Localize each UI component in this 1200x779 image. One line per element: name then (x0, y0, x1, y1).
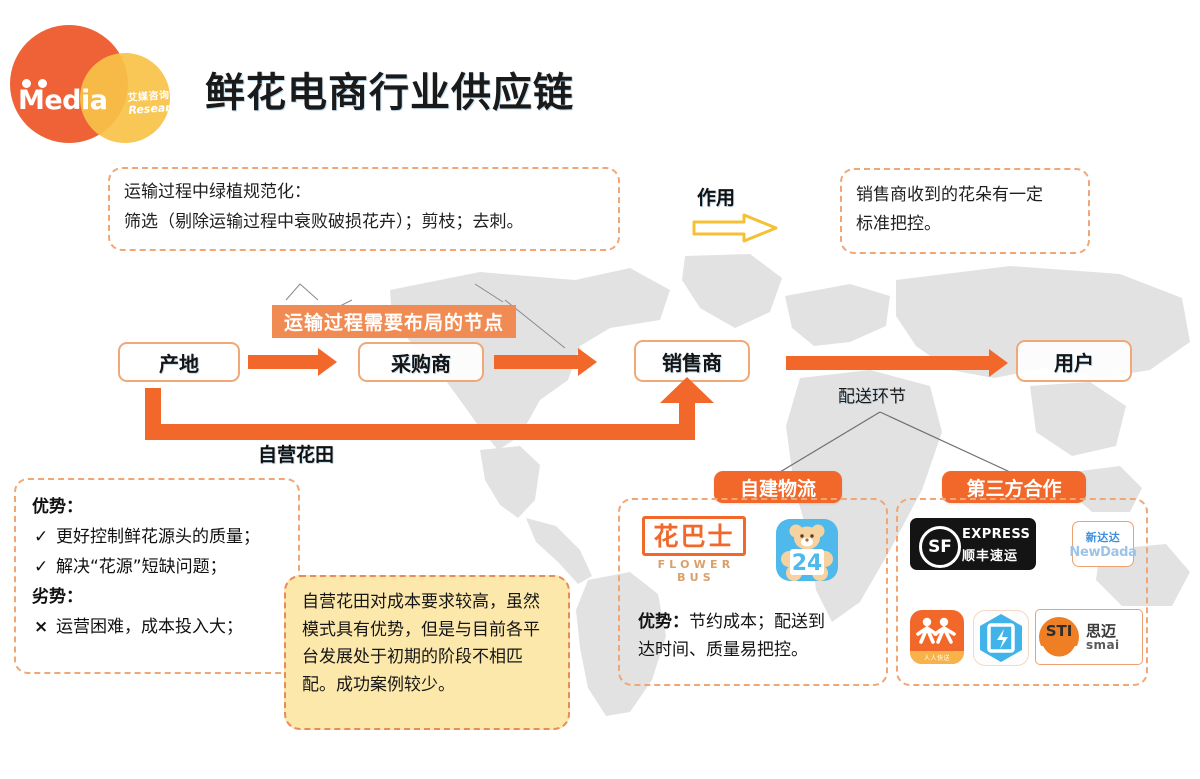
card-self-built-logistics (618, 498, 888, 686)
smai-logo-en: smai (1086, 637, 1120, 652)
effect-label: 作用 (697, 187, 736, 209)
logo-dots-icon (22, 73, 54, 92)
self-logistics-note-line-2: 达时间、质量易把控。 (638, 640, 808, 661)
card-third-party-partners (896, 498, 1148, 686)
bear-24-icon: 24 (776, 519, 838, 581)
arrow-buyer-to-seller (494, 355, 580, 369)
renren-kuaisong-logo: 人人快送 (910, 610, 964, 664)
self-logistics-note-bold: 优势： (638, 612, 689, 632)
logo-sub-en: Research (127, 99, 186, 117)
self-logistics-note-line-1: 优势：节约成本；配送到 (638, 608, 878, 636)
logo-subtext: 艾媒咨询 Research (127, 89, 185, 117)
pill-self-built-logistics[interactable]: 自建物流 (714, 471, 842, 503)
cons-heading: 劣势： (32, 587, 83, 607)
cons-item-1-text: 运营困难，成本投入大； (56, 617, 243, 637)
loop-arrow-segment-up (679, 392, 695, 440)
flower-bus-logo: 花巴士 FLOWER BUS (642, 516, 750, 584)
renren-kuaisong-logo-cn: 人人快送 (910, 651, 964, 664)
sf-mark-icon: SF (919, 526, 961, 568)
arrow-buyer-to-seller-head (578, 348, 597, 376)
note-effect-line-2: 标准把控。 (856, 213, 941, 234)
pill-third-party-cooperation[interactable]: 第三方合作 (942, 471, 1086, 503)
chain-node-seller[interactable]: 销售商 (634, 340, 750, 382)
hollow-right-arrow-icon (692, 213, 778, 243)
sf-logo-cn: 顺丰速运 (962, 549, 1019, 564)
svg-text:STI: STI (1046, 622, 1073, 640)
newdada-logo-cn: 新达达 (1085, 530, 1121, 544)
smai-logo-cn: 思迈 (1086, 621, 1117, 640)
check-icon: ✓ (34, 557, 49, 577)
chain-node-origin[interactable]: 产地 (118, 342, 240, 382)
note-transport-line-2: 筛选（剔除运输过程中衰败破损花卉）；剪枝；去刺。 (124, 211, 524, 232)
logo-wordmark: Media (18, 85, 108, 116)
svg-text:24: 24 (792, 551, 823, 576)
cross-icon: × (34, 617, 49, 637)
shansong-logo (973, 610, 1029, 666)
arrow-origin-to-buyer-head (318, 348, 337, 376)
delivery-stage-label: 配送环节 (838, 387, 906, 407)
check-icon: ✓ (34, 527, 49, 547)
loop-label-self-farm: 自营花田 (258, 444, 335, 466)
newdada-logo: 新达达 NewDada (1069, 521, 1137, 567)
logo-yellow-circle (80, 53, 170, 143)
smai-mark-icon: STI (1039, 617, 1079, 660)
self-logistics-note: 优势：节约成本；配送到 达时间、质量易把控。 (638, 608, 878, 664)
arrow-seller-to-user-head (989, 349, 1008, 377)
cons-item-1: × 运营困难，成本投入大； (34, 612, 282, 637)
callout-self-farm-cost: 自营花田对成本要求较高，虽然模式具有优势，但是与目前各平台发展处于初期的阶段不相… (284, 575, 570, 730)
chain-node-buyer[interactable]: 采购商 (358, 342, 484, 382)
sf-logo-en: EXPRESS (962, 527, 1031, 542)
card-self-farm-pros-cons: 优势： ✓ 更好控制鲜花源头的质量； ✓ 解决“花源”短缺问题； 劣势： × 运营困难… (14, 478, 300, 674)
self-logistics-note-text-1: 节约成本；配送到 (689, 612, 825, 632)
pros-item-2: ✓ 解决“花源”短缺问题； (34, 552, 282, 577)
flower-bus-logo-en: FLOWER BUS (657, 558, 735, 584)
note-transport-line-1: 运输过程中绿植规范化： (124, 182, 311, 202)
ribbon-transport-nodes: 运输过程需要布局的节点 (272, 305, 517, 338)
sf-express-logo: SF EXPRESS 顺丰速运 (910, 518, 1036, 570)
newdada-logo-en: NewDada (1069, 544, 1137, 560)
chain-node-user[interactable]: 用户 (1016, 340, 1132, 382)
arrow-seller-to-user (786, 356, 991, 370)
loop-arrow-segment-across (145, 424, 687, 440)
arrow-origin-to-buyer (248, 355, 320, 369)
page-title: 鲜花电商行业供应链 (205, 70, 574, 116)
note-transport-standardization: 运输过程中绿植规范化： 筛选（剔除运输过程中衰败破损花卉）；剪枝；去刺。 (108, 167, 620, 251)
pros-item-1-text: 更好控制鲜花源头的质量； (56, 527, 260, 547)
imedia-logo: Media 艾媒咨询 Research (10, 25, 200, 143)
pros-heading: 优势： (32, 497, 83, 517)
loop-arrow-head (660, 377, 714, 403)
smai-logo: STI 思迈 smai (1035, 609, 1143, 665)
pros-item-2-text: 解决“花源”短缺问题； (56, 557, 227, 577)
note-effect-quality: 销售商收到的花朵有一定 标准把控。 (840, 168, 1090, 254)
pros-item-1: ✓ 更好控制鲜花源头的质量； (34, 522, 282, 547)
flower-bus-logo-cn: 花巴士 (642, 516, 746, 556)
note-effect-line-1: 销售商收到的花朵有一定 (856, 185, 1043, 205)
